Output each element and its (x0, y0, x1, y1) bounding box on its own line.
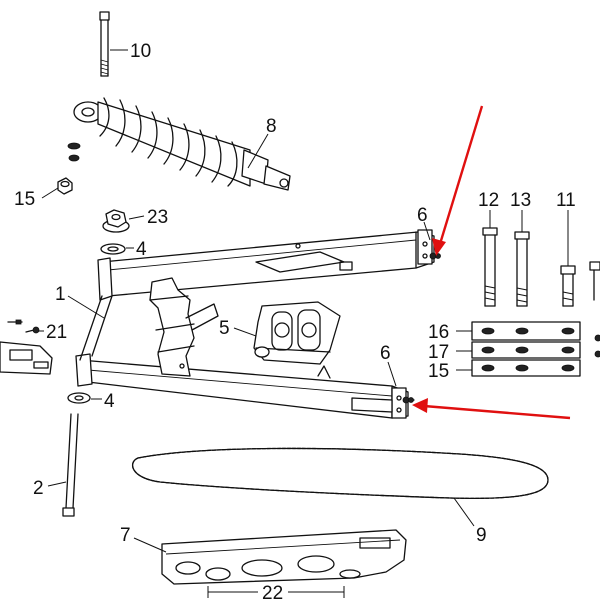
leader-23 (128, 215, 145, 220)
part-22-dimension (207, 586, 345, 598)
shock-washers (67, 142, 81, 162)
part-6-adjuster-top (429, 252, 441, 260)
callout-12: 12 (478, 190, 499, 211)
callout-15-right: 15 (428, 361, 449, 382)
callout-10: 10 (130, 41, 151, 62)
part-12-bolt (482, 227, 498, 307)
part-17-washer-row (471, 341, 581, 359)
part-10-bolt (99, 11, 110, 77)
left-partial-bracket (0, 341, 53, 375)
callout-6-top: 6 (417, 205, 428, 226)
leader-7 (133, 537, 167, 553)
callout-16: 16 (428, 322, 449, 343)
callout-2: 2 (33, 478, 44, 499)
part-23-flange-nut (102, 209, 130, 233)
callout-21: 21 (46, 322, 67, 343)
part-7-chain-guard (161, 529, 407, 585)
callout-5: 5 (219, 318, 230, 339)
part-21-screw (7, 319, 40, 334)
leader-1 (67, 295, 105, 319)
leader-6-top (423, 221, 431, 241)
leader-9 (453, 497, 475, 527)
part-11-bolt (560, 265, 576, 307)
part-15-nut-row (471, 359, 581, 377)
part-13-bolt (514, 231, 530, 307)
callout-22: 22 (262, 583, 283, 600)
callout-4-top: 4 (136, 239, 147, 260)
leader-6-bottom (387, 361, 397, 387)
leader-2 (47, 481, 67, 487)
red-arrow-bottom (412, 398, 571, 420)
callout-1: 1 (55, 284, 66, 305)
callout-17: 17 (428, 342, 449, 363)
part-9-chain (132, 447, 549, 499)
part-4-washer-top (100, 243, 126, 255)
part-2-pivot-shaft (62, 413, 79, 517)
callout-15-left: 15 (14, 189, 35, 210)
callout-13: 13 (510, 190, 531, 211)
leader-5 (233, 327, 257, 337)
red-arrow-top (432, 105, 484, 256)
callout-11: 11 (556, 190, 576, 211)
part-8-shock-absorber (73, 97, 291, 191)
callout-6-bottom: 6 (380, 343, 391, 364)
part-16-washer-row (471, 321, 581, 341)
part-4-washer-bottom (67, 392, 91, 404)
callout-7: 7 (120, 525, 131, 546)
leader-8 (247, 133, 269, 169)
callout-9: 9 (476, 525, 487, 546)
part-5-link-bracket (253, 301, 341, 365)
callout-4-bottom: 4 (104, 391, 115, 412)
callout-23: 23 (147, 207, 168, 228)
part-6-adjuster-bottom (402, 396, 415, 404)
callout-8: 8 (266, 116, 277, 137)
part-15-nut-left (57, 177, 73, 195)
leader-15-left (41, 187, 59, 199)
part-1-swingarm (75, 229, 435, 419)
right-edge-partial-bolts (589, 261, 600, 358)
